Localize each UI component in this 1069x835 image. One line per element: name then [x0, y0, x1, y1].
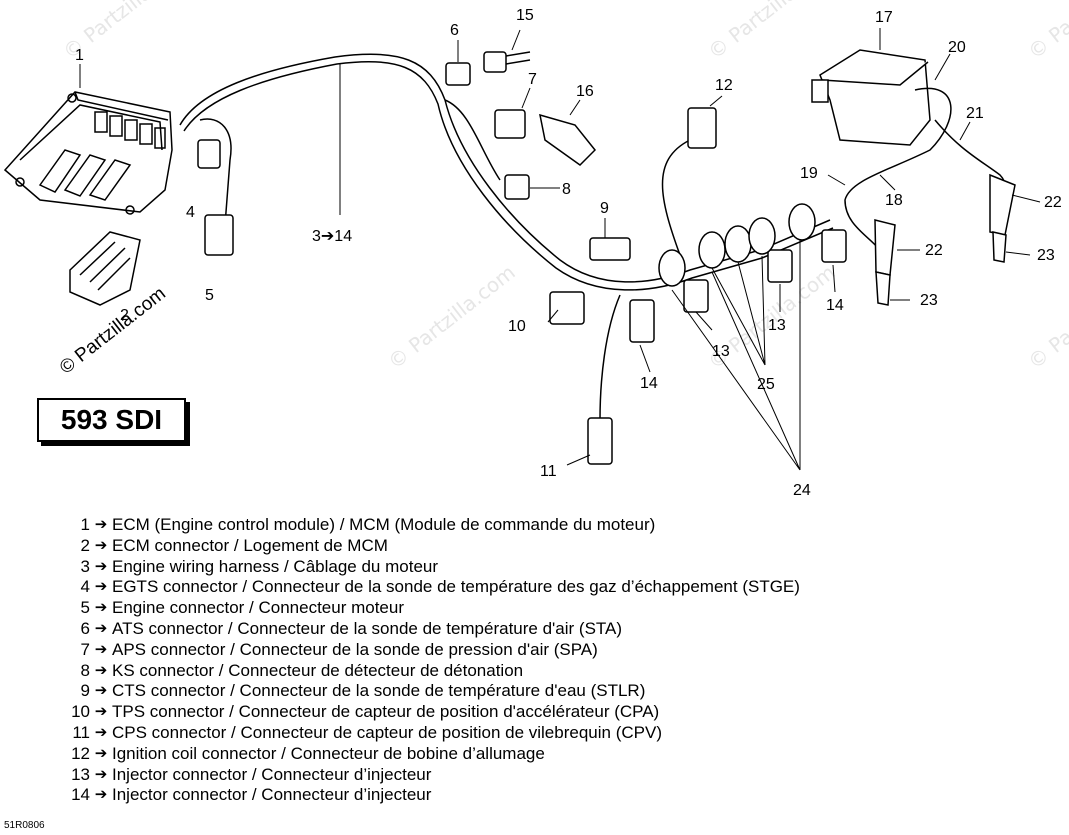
legend-item: 7➔APS connector / Connecteur de la sonde…	[60, 640, 800, 661]
legend-item: 11➔CPS connector / Connecteur de capteur…	[60, 723, 800, 744]
arrow-icon: ➔	[94, 536, 108, 554]
legend-item: 13➔Injector connector / Connecteur d’inj…	[60, 765, 800, 786]
callout-14: 14	[640, 375, 658, 392]
legend-number: 13	[71, 764, 90, 784]
legend-number: 11	[72, 722, 90, 742]
wiring-harness-diagram: © Partzilla.com © Partzilla.com © Partzi…	[3, 0, 1069, 499]
drawing-code: 51R0806	[4, 820, 45, 831]
legend-item: 12➔Ignition coil connector / Connecteur …	[60, 744, 800, 765]
arrow-icon: ➔	[94, 640, 108, 658]
callout-19: 19	[800, 165, 818, 182]
arrow-icon: ➔	[94, 723, 108, 741]
arrow-icon: ➔	[94, 619, 108, 637]
arrow-icon: ➔	[94, 578, 108, 596]
callout-24: 24	[793, 482, 811, 499]
legend-number: 2	[80, 535, 90, 555]
callout-18: 18	[885, 192, 903, 209]
legend-number: 1	[80, 515, 90, 534]
callout-20: 20	[948, 39, 966, 56]
legend-number: 9	[80, 681, 90, 701]
arrow-icon: ➔	[94, 557, 108, 575]
arrow-icon: ➔	[94, 682, 108, 700]
parts-legend: 1➔ECM (Engine control module) / MCM (Mod…	[60, 515, 800, 806]
legend-text: CPS connector / Connecteur de capteur de…	[112, 722, 662, 742]
callout-14: 14	[826, 297, 844, 314]
callout-3-14: 3➔14	[312, 228, 352, 245]
arrow-icon: ➔	[94, 516, 108, 533]
legend-item: 2➔ECM connector / Logement de MCM	[60, 536, 800, 557]
legend-item: 5➔Engine connector / Connecteur moteur	[60, 598, 800, 619]
callout-10: 10	[508, 318, 526, 335]
legend-text: Injector connector / Connecteur d’inject…	[112, 764, 432, 784]
legend-text: Engine connector / Connecteur moteur	[112, 598, 405, 618]
arrow-icon: ➔	[94, 703, 108, 721]
legend-text: KS connector / Connecteur de détecteur d…	[112, 660, 524, 680]
ecm-module-drawing	[3, 91, 173, 306]
watermark: © Partzilla.com	[1023, 260, 1069, 374]
legend-text: EGTS connector / Connecteur de la sonde …	[112, 577, 800, 597]
legend-number: 6	[80, 618, 90, 638]
callout-22: 22	[925, 242, 943, 259]
callout-11: 11	[540, 463, 557, 480]
arrow-icon: ➔	[94, 599, 108, 617]
legend-text: ECM connector / Logement de MCM	[112, 535, 388, 555]
legend-item: 8➔KS connector / Connecteur de détecteur…	[60, 661, 800, 682]
arrow-icon: ➔	[94, 744, 108, 762]
legend-number: 8	[80, 660, 90, 680]
legend-item: 4➔EGTS connector / Connecteur de la sond…	[60, 577, 800, 598]
legend-number: 5	[80, 598, 90, 618]
model-label-box: 593 SDI	[37, 398, 186, 442]
legend-text: Engine wiring harness / Câblage du moteu…	[112, 556, 439, 576]
legend-text: APS connector / Connecteur de la sonde d…	[112, 639, 598, 659]
callout-2: 2	[120, 307, 129, 324]
callout-4: 4	[186, 204, 195, 221]
legend-number: 7	[80, 639, 90, 659]
legend-item: 9➔CTS connector / Connecteur de la sonde…	[60, 681, 800, 702]
callout-6: 6	[450, 22, 459, 39]
callout-25: 25	[757, 376, 775, 393]
legend-text: CTS connector / Connecteur de la sonde d…	[112, 681, 646, 701]
harness-connectors	[197, 49, 1016, 465]
legend-text: Injector connector / Connecteur d’inject…	[112, 785, 432, 805]
legend-text: TPS connector / Connecteur de capteur de…	[112, 702, 660, 722]
callout-23: 23	[1037, 247, 1055, 264]
legend-number: 10	[71, 702, 90, 722]
callout-21: 21	[966, 105, 984, 122]
callout-labels: 1 2 3➔14 4 5 6 7 8 9 10 11 12 13 13 14 1…	[75, 7, 1062, 499]
watermark: © Partzilla.com	[703, 0, 839, 64]
arrow-icon: ➔	[94, 661, 108, 679]
legend-text: ECM (Engine control module) / MCM (Modul…	[112, 515, 656, 534]
watermark: © Partzilla.com	[383, 260, 519, 374]
callout-9: 9	[600, 200, 609, 217]
callout-5: 5	[205, 287, 214, 304]
legend-text: Ignition coil connector / Connecteur de …	[112, 743, 545, 763]
callout-15: 15	[516, 7, 534, 24]
legend-item: 3➔Engine wiring harness / Câblage du mot…	[60, 557, 800, 578]
legend-number: 14	[71, 785, 90, 805]
callout-22: 22	[1044, 194, 1062, 211]
legend-number: 4	[80, 577, 90, 597]
callout-12: 12	[715, 77, 733, 94]
arrow-icon: ➔	[94, 786, 108, 804]
watermark: © Partzilla.com	[1023, 0, 1069, 64]
callout-13: 13	[768, 317, 786, 334]
legend-item: 1➔ECM (Engine control module) / MCM (Mod…	[60, 515, 800, 536]
wiring-harness	[179, 53, 834, 421]
callout-8: 8	[562, 181, 571, 198]
legend-number: 12	[71, 743, 90, 763]
callout-17: 17	[875, 9, 893, 26]
legend-item: 14➔Injector connector / Connecteur d’inj…	[60, 785, 800, 806]
callout-16: 16	[576, 83, 594, 100]
arrow-icon: ➔	[94, 765, 108, 783]
callout-23: 23	[920, 292, 938, 309]
callout-13: 13	[712, 343, 730, 360]
legend-text: ATS connector / Connecteur de la sonde d…	[112, 618, 623, 638]
leader-lines	[79, 28, 1041, 471]
callout-7: 7	[528, 71, 537, 88]
callout-1: 1	[75, 47, 84, 64]
legend-number: 3	[80, 556, 90, 576]
legend-item: 10➔TPS connector / Connecteur de capteur…	[60, 702, 800, 723]
legend-item: 6➔ATS connector / Connecteur de la sonde…	[60, 619, 800, 640]
